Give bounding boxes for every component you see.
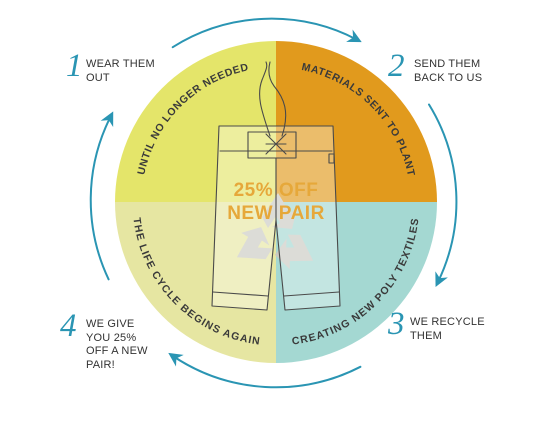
offer-line-2: NEW PAIR [227, 203, 325, 224]
step-number: 1 [66, 48, 83, 84]
cycle-arrow-right [428, 103, 458, 287]
step-text: WEAR THEM OUT [86, 58, 155, 84]
shorts-hem-right [283, 291, 340, 297]
step-number: 4 [60, 308, 77, 344]
step-text: WE RECYCLE THEM [410, 316, 485, 342]
shorts-hem-left [212, 291, 269, 297]
cycle-arrow-top [171, 17, 362, 49]
step-number: 3 [388, 306, 405, 342]
shorts-lacing [265, 133, 287, 155]
step-4: 4 WE GIVE YOU 25% OFF A NEW PAIR! [60, 310, 148, 372]
shorts-fly-patch [247, 131, 297, 159]
cycle-arrow-left [89, 111, 114, 281]
recycle-icon [227, 193, 322, 278]
step-text: WE GIVE YOU 25% OFF A NEW PAIR! [86, 318, 148, 371]
cycle-arrow-bottom [168, 352, 362, 389]
drawstring-left [259, 61, 271, 137]
step-1: 1 WEAR THEM OUT [66, 50, 155, 85]
step-3: 3 WE RECYCLE THEM [382, 308, 485, 343]
step-number: 2 [388, 48, 405, 84]
step-text: SEND THEM BACK TO US [414, 58, 483, 84]
board-shorts-illustration [211, 61, 341, 311]
cycle-arrows [89, 17, 458, 389]
drawstring-right [268, 61, 287, 137]
shorts-tag [328, 153, 335, 164]
step-2: 2 SEND THEM BACK TO US [378, 50, 483, 85]
offer-line-1: 25% OFF [234, 180, 319, 201]
